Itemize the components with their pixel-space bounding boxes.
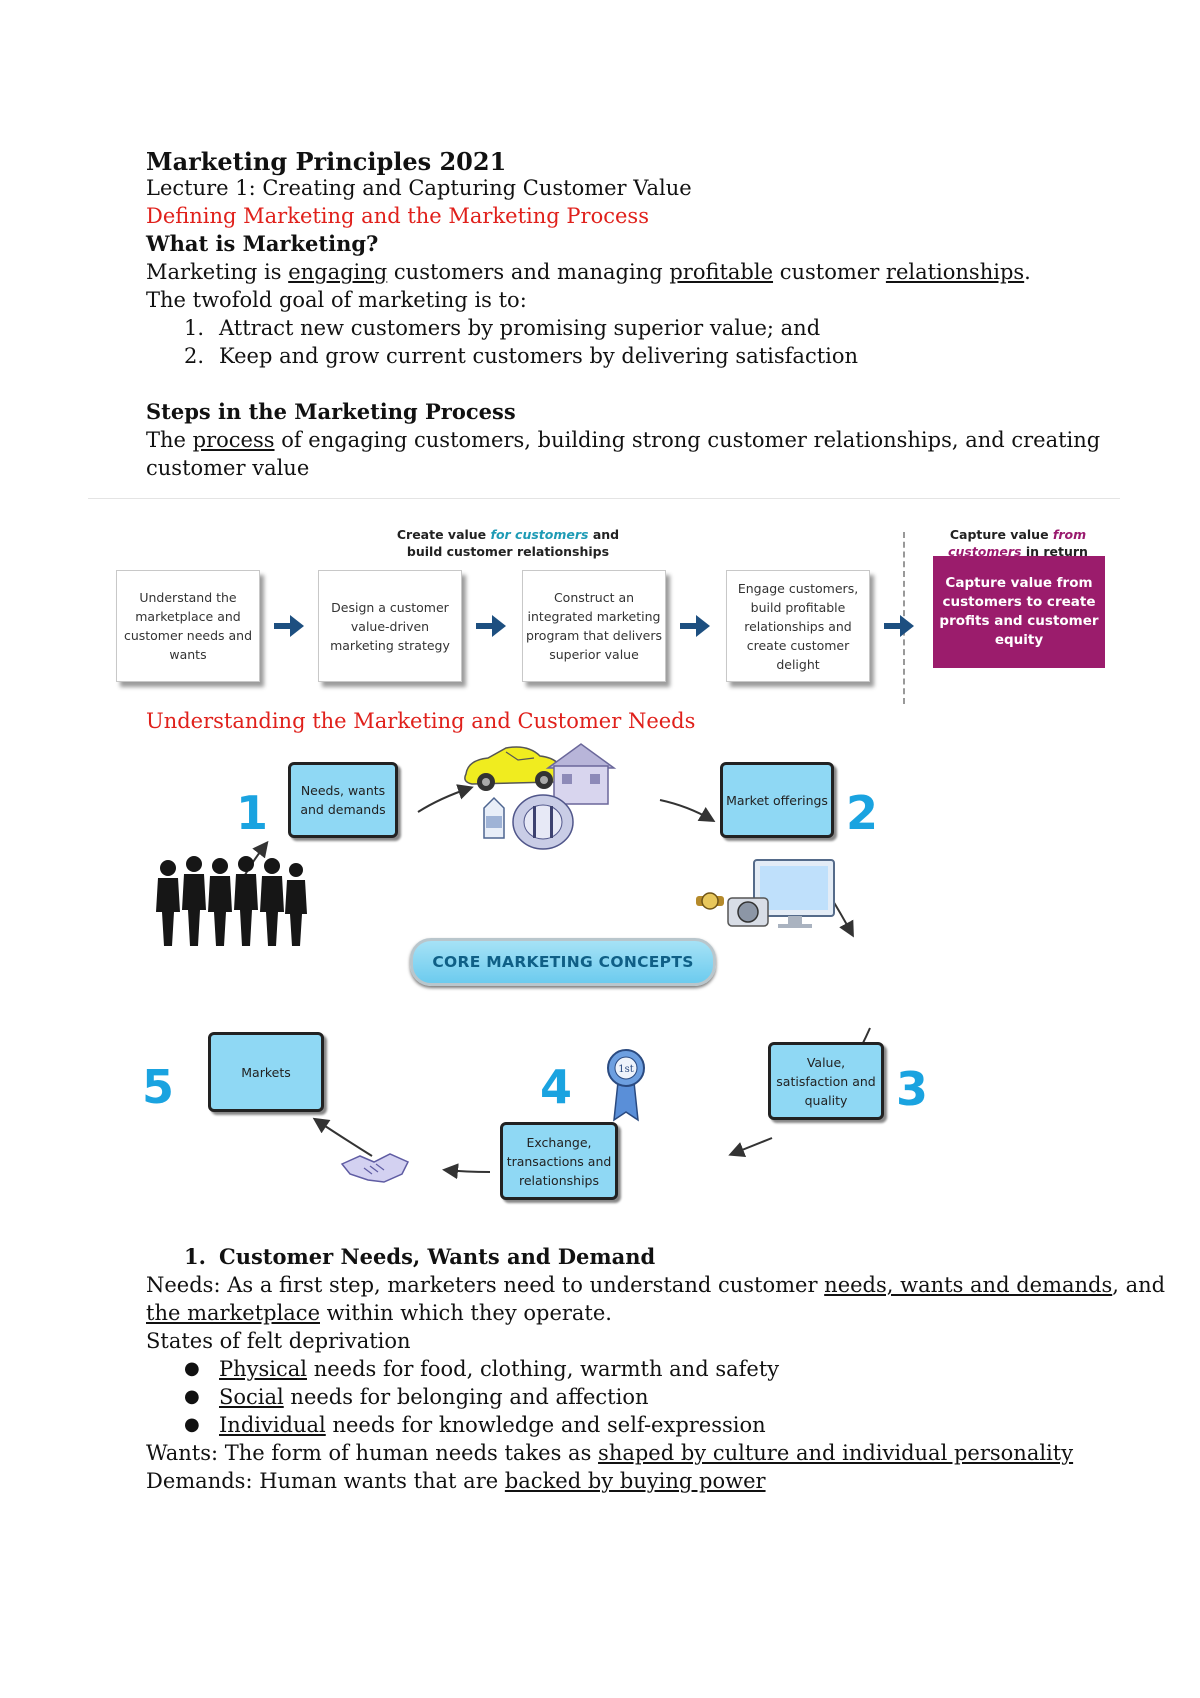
goal-intro: The twofold goal of marketing is to: [146,288,527,312]
demands-definition: Demands: Human wants that are backed by … [146,1469,766,1493]
concept-number-5: 5 [142,1060,175,1114]
plate-icon [512,794,574,850]
heading-what-is-marketing: What is Marketing? [146,231,379,256]
concept-number-2: 2 [846,786,879,840]
milk-icon [483,796,505,839]
process-step-capture: Capture value from customers to create p… [933,556,1105,668]
list-item: 2.Keep and grow current customers by del… [184,344,859,368]
lecture-subtitle: Lecture 1: Creating and Capturing Custom… [146,176,692,200]
section-heading-defining: Defining Marketing and the Marketing Pro… [146,204,649,228]
concept-markets: Markets [208,1032,324,1112]
capture-value-heading: Capture value from customers in return [948,527,1088,559]
core-marketing-concepts-diagram: 1 Needs, wants and demands Market offeri… [140,740,940,1220]
list-item: ●Individual needs for knowledge and self… [184,1413,766,1437]
needs-definition-cont: the marketplace within which they operat… [146,1301,612,1325]
core-concepts-label: CORE MARKETING CONCEPTS [410,938,716,986]
document-title: Marketing Principles 2021 [146,147,507,176]
heading-customer-needs: 1.Customer Needs, Wants and Demand [184,1244,656,1269]
wants-definition: Wants: The form of human needs takes as … [146,1441,1074,1465]
section2: Understanding the Marketing and Customer… [146,707,1046,735]
process-step-understand: Understand the marketplace and customer … [116,570,260,682]
ribbon-label: 1st [618,1064,634,1075]
process-step-construct: Construct an integrated marketing progra… [522,570,666,682]
handshake-icon [340,1153,410,1183]
list-item: 1.Attract new customers by promising sup… [184,316,821,340]
heading-steps: Steps in the Marketing Process [146,399,516,424]
process-step-design: Design a customer value-driven marketing… [318,570,462,682]
marketing-definition: Marketing is engaging customers and mana… [146,260,1031,284]
concept-needs-wants-demands: Needs, wants and demands [288,762,398,838]
right-arrow-icon [884,615,914,637]
create-value-heading: Create value for customers and build cus… [396,527,620,559]
right-arrow-icon [680,615,710,637]
states-deprivation: States of felt deprivation [146,1329,411,1353]
list-item: ●Social needs for belonging and affectio… [184,1385,649,1409]
right-arrow-icon [274,615,304,637]
needs-section: 1.Customer Needs, Wants and Demand Needs… [146,1243,1166,1495]
marketing-process-diagram: Create value for customers and build cus… [88,498,1120,708]
steps-description-cont: customer value [146,456,310,480]
camera-icon [696,859,835,928]
house-icon [545,743,617,805]
needs-definition: Needs: As a first step, marketers need t… [146,1273,1166,1297]
concept-exchange-transactions: Exchange, transactions and relationships [500,1122,618,1200]
concept-value-satisfaction-quality: Value, satisfaction and quality [768,1042,884,1120]
section-heading-understanding: Understanding the Marketing and Customer… [146,709,696,733]
ribbon-icon: 1st [607,1049,645,1122]
concept-number-4: 4 [540,1060,573,1114]
concept-market-offerings: Market offerings [720,762,834,838]
list-item: ●Physical needs for food, clothing, warm… [184,1357,780,1381]
steps-description: The process of engaging customers, build… [146,428,1101,452]
dashed-divider [903,532,905,704]
intro-section: Marketing Principles 2021 Lecture 1: Cre… [146,147,1101,482]
car-icon [464,746,564,791]
right-arrow-icon [476,615,506,637]
concept-number-1: 1 [236,786,269,840]
divider [88,498,1120,499]
concept-number-3: 3 [896,1062,929,1116]
process-step-engage: Engage customers, build profitable relat… [726,570,870,682]
people-icon [156,856,307,946]
